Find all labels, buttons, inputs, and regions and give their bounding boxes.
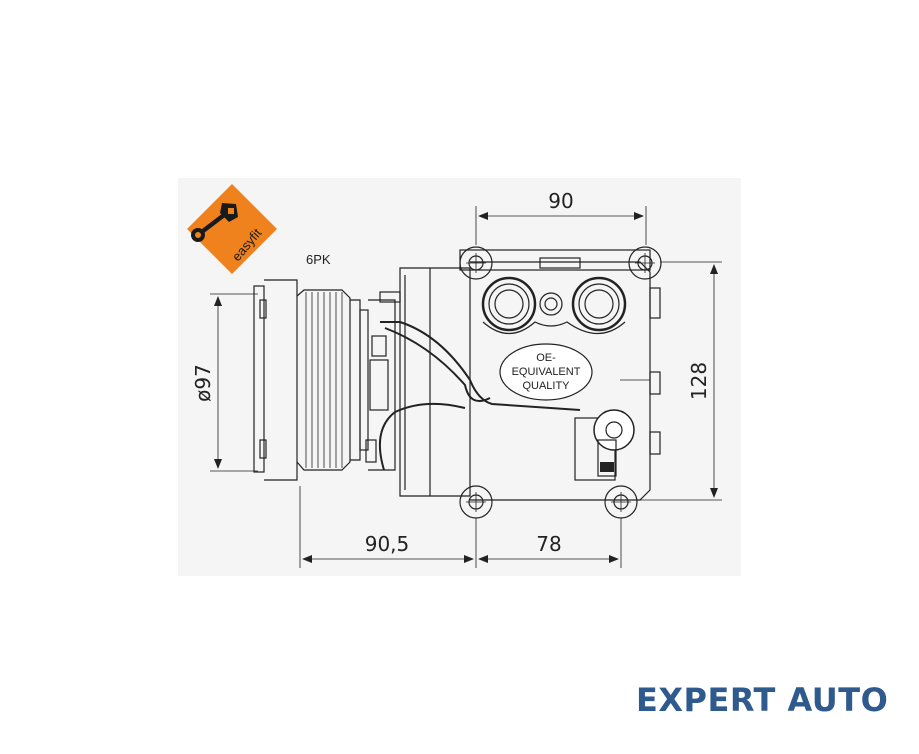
drawing-panel xyxy=(178,178,741,576)
mounting-ear-bottom-right xyxy=(604,485,638,519)
dimension-bottom-right-label: 78 xyxy=(536,532,561,556)
mounting-ear-top-right xyxy=(628,246,662,280)
wiring-harness xyxy=(365,321,581,471)
oe-line-1: OE- xyxy=(536,352,556,364)
dimension-top: 90 xyxy=(475,189,647,245)
belt-label: 6PK xyxy=(306,252,331,267)
coil-connector xyxy=(574,409,635,481)
pulley-grooves xyxy=(305,292,343,468)
mounting-ear-top-left xyxy=(459,246,493,280)
dimension-bottom: 90,5 78 xyxy=(299,486,622,568)
dimension-right: 128 xyxy=(640,261,722,501)
port-center xyxy=(539,292,563,316)
dimension-bottom-left-label: 90,5 xyxy=(365,532,410,556)
dimension-left-label: ø97 xyxy=(191,364,215,402)
oe-line-2: EQUIVALENT xyxy=(512,366,581,378)
mounting-ear-bottom-left xyxy=(459,485,493,519)
dimension-right-label: 128 xyxy=(687,362,711,400)
port-left xyxy=(481,276,537,332)
dimension-top-label: 90 xyxy=(548,189,573,213)
watermark-logo: EXPERT AUTO xyxy=(636,681,889,719)
pulley xyxy=(253,279,369,481)
wrench-icon xyxy=(191,203,238,242)
port-right xyxy=(571,276,627,332)
dimension-left: ø97 xyxy=(191,293,258,472)
oe-line-3: QUALITY xyxy=(522,380,570,392)
oe-quality-seal: OE- EQUIVALENT QUALITY xyxy=(499,343,593,401)
easyfit-badge: easyfit xyxy=(187,184,277,274)
